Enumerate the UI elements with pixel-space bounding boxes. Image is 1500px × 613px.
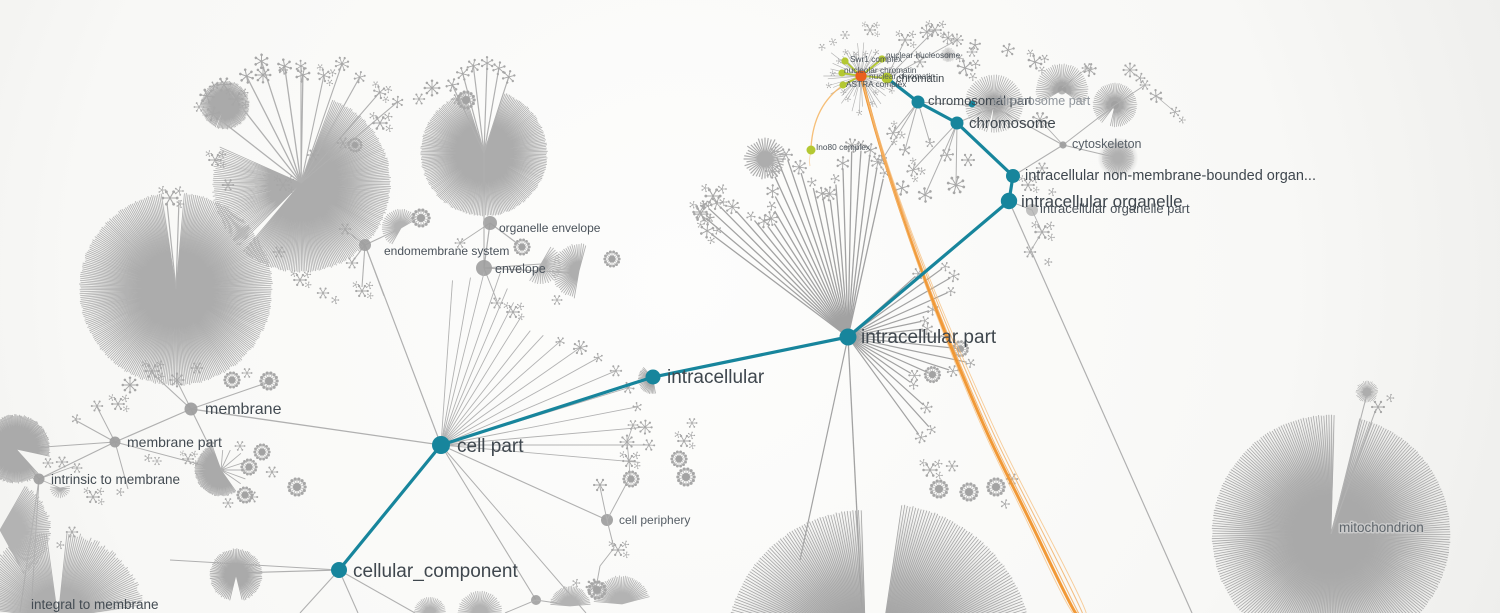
svg-text:ASTRA complex: ASTRA complex — [846, 79, 907, 89]
svg-text:intracellular organelle: intracellular organelle — [1021, 192, 1183, 211]
svg-text:intracellular non-membrane-bou: intracellular non-membrane-bounded organ… — [1025, 168, 1316, 184]
svg-text:membrane part: membrane part — [127, 434, 222, 450]
svg-text:integral to membrane: integral to membrane — [31, 597, 159, 612]
svg-text:cell part: cell part — [457, 436, 524, 457]
svg-text:cellular_component: cellular_component — [353, 561, 518, 582]
svg-text:membrane: membrane — [205, 401, 282, 418]
svg-text:cell periphery: cell periphery — [619, 513, 690, 527]
svg-text:cytoskeleton: cytoskeleton — [1072, 137, 1142, 151]
svg-text:intracellular: intracellular — [667, 367, 765, 388]
svg-text:mitochondrion: mitochondrion — [1339, 520, 1424, 535]
svg-text:intracellular organelle part: intracellular organelle part — [1040, 201, 1190, 216]
svg-text:organelle envelope: organelle envelope — [499, 221, 601, 235]
svg-text:Ino80 complex: Ino80 complex — [816, 142, 871, 152]
svg-text:nucleolar chromatin: nucleolar chromatin — [844, 65, 917, 75]
svg-text:endomembrane system: endomembrane system — [384, 244, 509, 258]
svg-text:chromosome: chromosome — [969, 115, 1056, 132]
svg-text:nuclear chromatin: nuclear chromatin — [869, 71, 935, 81]
svg-text:intrinsic to membrane: intrinsic to membrane — [51, 472, 180, 487]
svg-text:intracellular part: intracellular part — [861, 327, 997, 348]
svg-text:Swr1 complex: Swr1 complex — [850, 54, 903, 64]
svg-text:chromosomal part: chromosomal part — [928, 93, 1032, 108]
svg-text:nuclear nucleosome: nuclear nucleosome — [886, 50, 961, 60]
svg-text:chromatin: chromatin — [896, 73, 944, 85]
svg-text:envelope: envelope — [495, 262, 546, 276]
svg-text:chromosome part: chromosome part — [993, 94, 1091, 108]
